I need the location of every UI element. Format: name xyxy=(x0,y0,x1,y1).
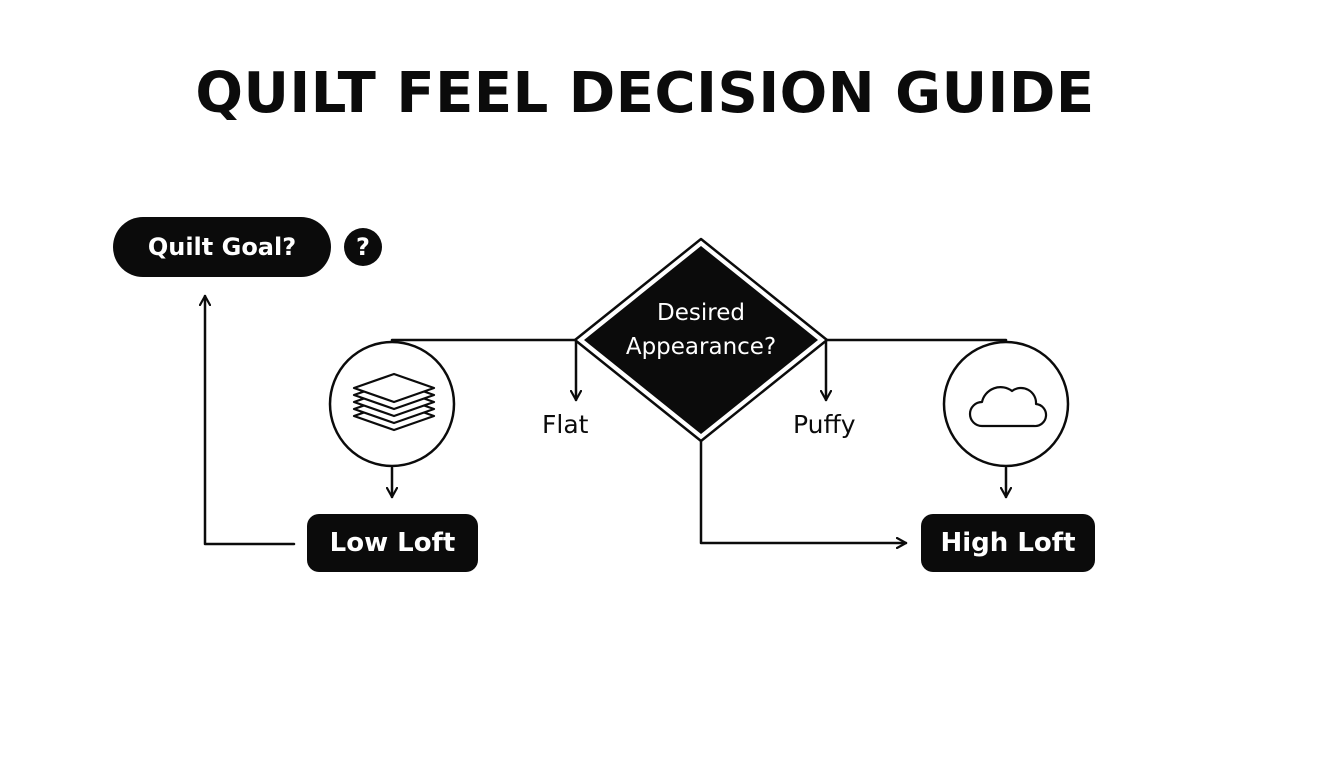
help-badge: ? xyxy=(344,228,382,266)
decision-node-label: Desired Appearance? xyxy=(600,296,802,364)
arrow-decision-to-high-loft xyxy=(699,438,908,543)
branch-label-puffy: Puffy xyxy=(793,410,856,439)
left-circle xyxy=(328,340,456,468)
right-circle xyxy=(942,340,1070,468)
cloud-icon xyxy=(968,386,1048,428)
outcome-node-high-loft: High Loft xyxy=(921,514,1095,572)
decision-label-line2: Appearance? xyxy=(625,334,777,360)
decision-label-line1: Desired xyxy=(657,300,745,326)
branch-label-flat: Flat xyxy=(542,410,589,439)
arrow-low-loft-to-goal xyxy=(205,294,296,546)
connector-decision-to-left-circle xyxy=(390,338,578,344)
diagram-title: QUILT FEEL DECISION GUIDE xyxy=(195,61,1095,126)
start-node-quilt-goal: Quilt Goal? xyxy=(113,217,331,277)
outcome-node-low-loft: Low Loft xyxy=(307,514,478,572)
connector-decision-to-right-circle xyxy=(824,338,1008,344)
stacked-layers-icon xyxy=(352,372,436,432)
decision-diamond xyxy=(573,237,829,443)
